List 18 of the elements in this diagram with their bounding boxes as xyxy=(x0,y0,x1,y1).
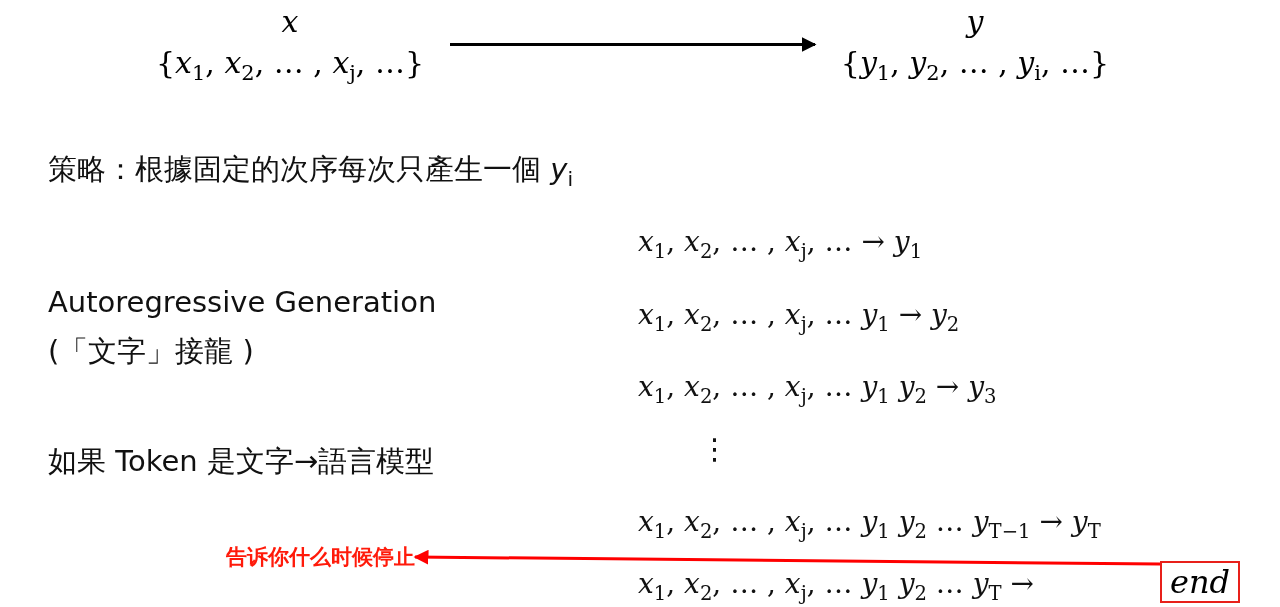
arrow xyxy=(450,37,817,53)
sequence-formula: x$_{1}$, x$_{2}$, … , x$_{j}$, … y$_{1}$ y$_{2}$ → y$_{3}$ xyxy=(638,370,997,408)
text-label: 如果 Token 是文字→語言模型 xyxy=(48,443,435,480)
math-text: {x$_{1}$, x$_{2}$, … , x$_{j}$, …} xyxy=(155,43,425,87)
text-label: 策略：根據固定的次序每次只產生一個 y$_{i}$ xyxy=(48,151,574,192)
end-token-box: end xyxy=(1160,561,1241,603)
text-label: ⋮ xyxy=(700,432,729,466)
annotation-text: 告诉你什么时候停止 xyxy=(226,543,415,571)
sequence-formula: x$_{1}$, x$_{2}$, … , x$_{j}$, … y$_{1}$ → y$_{2}$ xyxy=(638,298,960,336)
sequence-formula: x$_{1}$, x$_{2}$, … , x$_{j}$, … y$_{1}$ y$_{2}$ … y$_{T−1}$ → y$_{T}$ xyxy=(638,505,1101,543)
sequence-formula: x$_{1}$, x$_{2}$, … , x$_{j}$, … y$_{1}$ y$_{2}$ … y$_{T}$ → xyxy=(638,567,1035,605)
text-label: (「文字」接龍 ) xyxy=(48,333,254,370)
math-text: x xyxy=(281,3,299,41)
math-text: {y$_{1}$, y$_{2}$, … , y$_{i}$, …} xyxy=(840,43,1110,87)
math-text: y xyxy=(966,3,984,41)
sequence-formula: x$_{1}$, x$_{2}$, … , x$_{j}$, … → y$_{1}$ xyxy=(638,225,923,263)
arrow xyxy=(413,549,1160,566)
text-label: Autoregressive Generation xyxy=(48,285,437,319)
